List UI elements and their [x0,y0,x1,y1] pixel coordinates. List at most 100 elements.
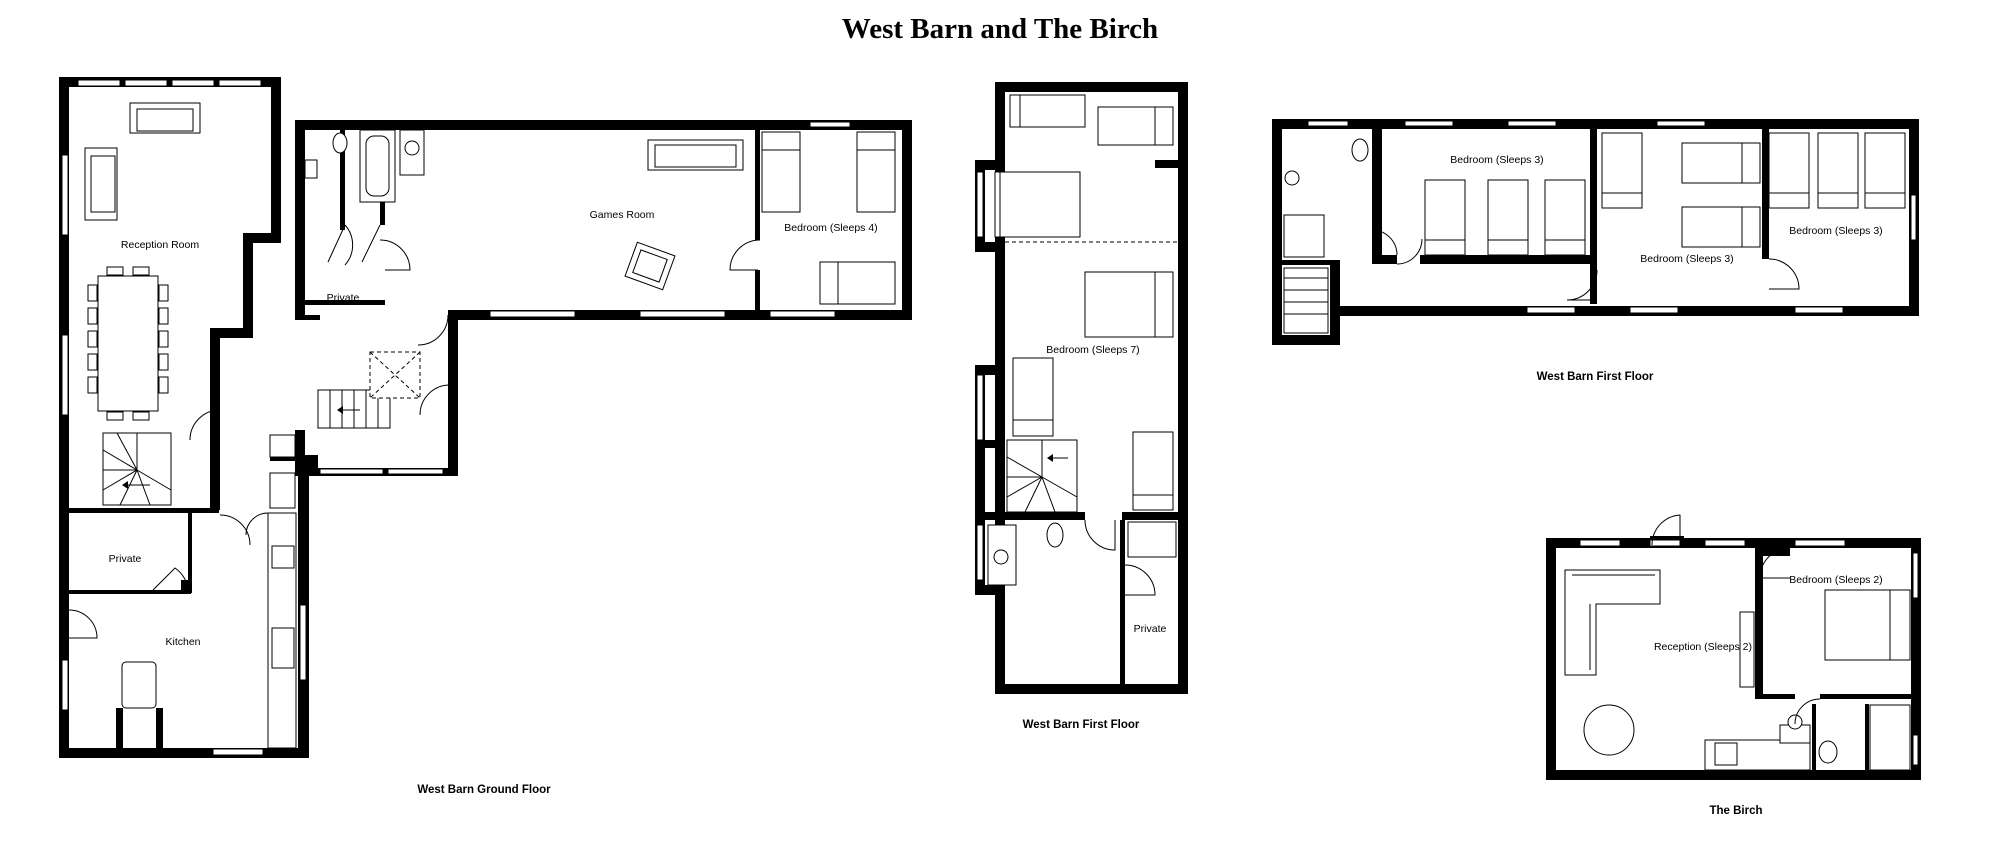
wall [755,270,760,315]
dining-table [1583,704,1635,756]
wall [270,455,318,461]
beds [1424,132,1906,256]
wall [995,82,1005,694]
beds [994,94,1174,511]
wall [1820,694,1915,699]
window [809,121,851,128]
label-reception-sleeps-2: Reception (Sleeps 2) [1654,641,1752,653]
wall [1272,119,1918,129]
window [319,468,384,475]
label-bedroom-sleeps-2: Bedroom (Sleeps 2) [1789,574,1882,586]
door-swing [219,514,251,546]
hob [271,545,295,569]
label-games-room: Games Room [590,209,655,221]
wall [59,748,309,758]
window [1912,552,1919,599]
cupboard [269,472,296,509]
wall [975,585,1005,595]
wall [1122,512,1182,520]
wall [1650,536,1684,539]
window [77,79,121,87]
bathroom-fixtures [304,129,425,203]
west-barn-first-floor-a: Bedroom (Sleeps 7) Private West Barn Fir… [975,82,1188,731]
wall [1372,129,1382,264]
window [61,659,69,711]
wall [59,590,191,594]
bed [1824,589,1911,661]
label-private-wc: Private [327,292,360,304]
window [1507,120,1557,127]
window [1794,306,1844,314]
wall [116,708,123,750]
wall [1762,129,1769,259]
window [1307,120,1349,127]
door-swing [189,409,221,441]
wall [210,328,253,338]
beds [761,131,896,305]
wall [1272,119,1282,345]
sofa-seat [136,108,194,132]
label-bedroom-sleeps-4: Bedroom (Sleeps 4) [784,222,877,234]
window [1794,539,1846,547]
window [218,79,262,87]
caption-first-floor-b: West Barn First Floor [1537,371,1654,383]
label-bedroom-sleeps-3-a: Bedroom (Sleeps 3) [1450,154,1543,166]
wall [295,120,305,320]
staircase [1006,439,1078,513]
bathroom-fixtures [987,521,1177,586]
plan-title: West Barn and The Birch [842,13,1158,45]
label-bedroom-sleeps-7: Bedroom (Sleeps 7) [1046,344,1139,356]
wall [1590,129,1597,304]
wall [305,300,385,305]
wall [1911,538,1921,780]
wall [975,512,1085,520]
wall [243,233,281,243]
west-barn-ground-floor: Reception Room Games Room Bedroom (Sleep… [59,77,912,796]
wall [295,430,305,470]
wall [271,77,281,243]
wall [59,508,219,513]
door-swing [1651,514,1681,546]
wall [188,508,192,593]
window [124,79,168,87]
door-swing [1794,698,1821,725]
door-swing [245,512,269,536]
corner-sofa [1564,569,1661,676]
lift-void [369,351,421,399]
window [1404,120,1454,127]
sofa-seat [90,155,116,213]
wall [1372,255,1397,264]
door-swing [68,609,98,639]
wall [1272,335,1340,345]
wall [448,385,458,475]
caption-first-floor-a: West Barn First Floor [1023,719,1140,731]
label-private-first: Private [1134,623,1167,635]
window [976,171,984,238]
wall [1420,255,1596,264]
wall [1282,260,1337,265]
door-swing [1759,547,1791,579]
wall [1755,694,1795,699]
wall [1755,548,1790,556]
kitchen-island [121,661,157,709]
sofa-seat [654,144,737,168]
door-swing [1124,564,1156,596]
window [299,604,307,681]
wall [975,365,985,595]
armchair [624,241,676,291]
label-bedroom-sleeps-3-b: Bedroom (Sleeps 3) [1640,253,1733,265]
wall [59,77,69,758]
wall [340,130,345,230]
wall [995,82,1187,92]
tv-unit [1739,611,1755,688]
wall [1330,306,1919,316]
wall [975,365,1005,375]
window [1579,539,1621,547]
caption-ground-floor: West Barn Ground Floor [417,784,551,796]
window [1912,734,1919,766]
window [1649,539,1681,547]
wall [1865,704,1869,774]
door-swing [1084,519,1116,551]
window [1629,306,1679,314]
